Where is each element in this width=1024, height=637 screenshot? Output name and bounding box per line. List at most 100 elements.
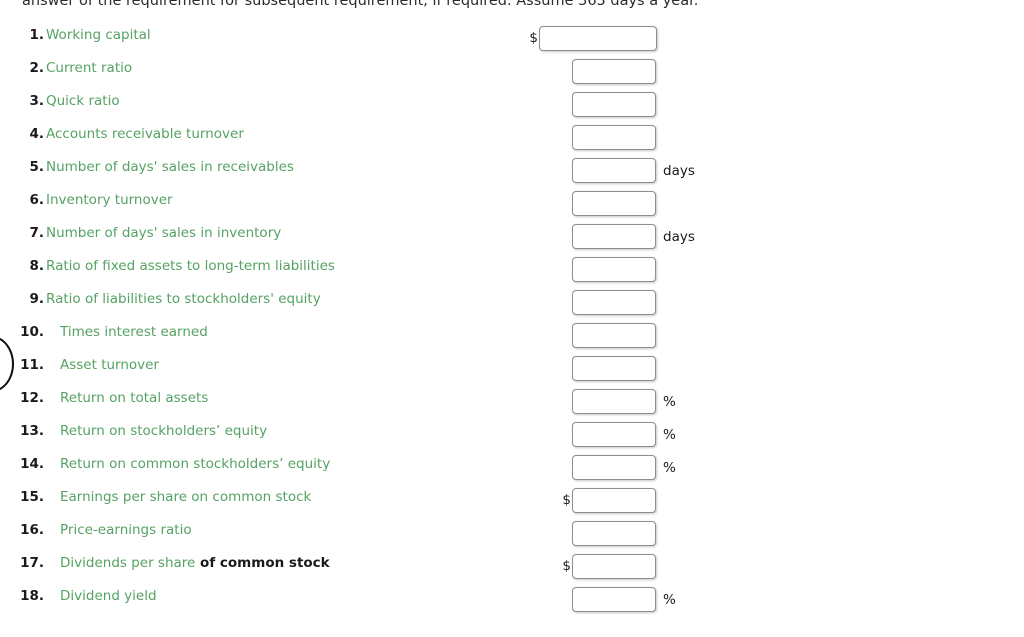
answer-input[interactable] (572, 389, 656, 414)
answer-field-group (528, 352, 656, 385)
ratio-label-text: Earnings per share on common stock (60, 489, 312, 505)
ratio-row-number: 6. (29, 192, 44, 208)
ratio-label-text: Accounts receivable turnover (46, 126, 244, 142)
answer-input[interactable] (572, 92, 656, 117)
ratio-label-text: Return on common stockholders’ equity (60, 456, 331, 472)
ratio-label-text: Working capital (46, 27, 151, 43)
ratio-row: 8.Ratio of fixed assets to long-term lia… (0, 253, 1024, 286)
ratio-row: 15.Earnings per share on common stock$ (0, 484, 1024, 517)
answer-field-group (528, 319, 656, 352)
ratio-row-number: 18. (20, 588, 44, 604)
ratio-row-label: Accounts receivable turnover (46, 126, 244, 142)
answer-field-group: days (528, 154, 695, 187)
instruction-sentence: answer of the requirement for subsequent… (22, 0, 699, 9)
ratio-row-label: Return on total assets (60, 390, 208, 406)
answer-field-group: $ (528, 550, 656, 583)
ratio-row-label: Earnings per share on common stock (60, 489, 311, 505)
percent-unit-label: % (663, 591, 676, 608)
answer-input[interactable] (572, 290, 656, 315)
answer-field-group: $ (528, 484, 656, 517)
answer-field-group: % (528, 418, 676, 451)
ratio-label-text: Inventory turnover (46, 192, 173, 208)
ratio-row-number: 11. (20, 357, 44, 373)
answer-field-group: $ (528, 22, 657, 55)
answer-input[interactable] (572, 521, 656, 546)
ratio-label-text: Ratio of fixed assets to long-term liabi… (46, 258, 335, 274)
answer-field-group (528, 187, 656, 220)
ratio-row-number: 4. (29, 126, 44, 142)
answer-input[interactable] (572, 323, 656, 348)
ratio-row: 10. Times interest earned (0, 319, 1024, 352)
ratio-row: 17.Dividends per share of common stock$ (0, 550, 1024, 583)
ratio-row: 6.Inventory turnover (0, 187, 1024, 220)
ratio-row: 4.Accounts receivable turnover (0, 121, 1024, 154)
answer-input[interactable] (572, 125, 656, 150)
answer-field-group: % (528, 451, 676, 484)
ratio-answer-list: 1.Working capital $2.Current ratio 3.Quick… (0, 22, 1024, 616)
ratio-label-text: Return on total assets (60, 390, 209, 406)
ratio-row-number: 10. (20, 324, 44, 340)
answer-input[interactable] (572, 224, 656, 249)
ratio-row-label: Current ratio (46, 60, 132, 76)
answer-input[interactable] (572, 455, 656, 480)
ratio-row-label: Ratio of fixed assets to long-term liabi… (46, 258, 335, 274)
answer-field-group: days (528, 220, 695, 253)
ratio-label-text: Number of days' sales in inventory (46, 225, 282, 241)
ratio-row-number: 3. (29, 93, 44, 109)
answer-input[interactable] (572, 587, 656, 612)
answer-input[interactable] (572, 554, 656, 579)
ratio-row-label: Dividends per share of common stock (60, 555, 330, 571)
ratio-row-label: Times interest earned (60, 324, 208, 340)
ratio-row-number: 12. (20, 390, 44, 406)
ratio-row-label: Return on common stockholders’ equity (60, 456, 330, 472)
ratio-row-number: 1. (29, 27, 44, 43)
answer-input[interactable] (572, 158, 656, 183)
ratio-row-label: Quick ratio (46, 93, 120, 109)
ratio-row-number: 8. (29, 258, 44, 274)
ratio-row-label: Dividend yield (60, 588, 157, 604)
answer-field-group (528, 88, 656, 121)
days-unit-label: days (663, 228, 695, 245)
answer-input[interactable] (572, 59, 656, 84)
answer-input[interactable] (572, 257, 656, 282)
ratio-row: 16. Price-earnings ratio (0, 517, 1024, 550)
answer-field-group: % (528, 583, 676, 616)
ratio-row: 18. Dividend yield% (0, 583, 1024, 616)
ratio-label-text: Dividends per share (60, 555, 196, 571)
ratio-label-text: Asset turnover (60, 357, 160, 373)
answer-input[interactable] (572, 488, 656, 513)
percent-unit-label: % (663, 393, 676, 410)
answer-field-group (528, 121, 656, 154)
answer-field-group (528, 517, 656, 550)
ratio-row: 13.Return on stockholders’ equity% (0, 418, 1024, 451)
ratio-label-text: Quick ratio (46, 93, 120, 109)
ratio-row: 3.Quick ratio (0, 88, 1024, 121)
answer-input[interactable] (572, 422, 656, 447)
ratio-label-text: Return on stockholders’ equity (60, 423, 268, 439)
ratio-label-text: Number of days' sales in receivables (46, 159, 294, 175)
percent-unit-label: % (663, 459, 676, 476)
answer-input[interactable] (572, 356, 656, 381)
answer-input[interactable] (539, 26, 657, 51)
ratio-row: 11. Asset turnover (0, 352, 1024, 385)
answer-field-group (528, 55, 656, 88)
ratio-row-number: 9. (29, 291, 44, 307)
ratio-label-text: Current ratio (46, 60, 133, 76)
instruction-text-clipped: answer of the requirement for subsequent… (0, 0, 1024, 12)
dollar-sign-prefix: $ (529, 29, 538, 46)
ratio-label-text: Ratio of liabilities to stockholders' eq… (46, 291, 321, 307)
ratio-row-label: Number of days' sales in inventory (46, 225, 281, 241)
ratio-row-number: 14. (20, 456, 44, 472)
ratio-label-text: Price-earnings ratio (60, 522, 192, 538)
dollar-sign-prefix: $ (562, 557, 571, 574)
ratio-row-label: Asset turnover (60, 357, 159, 373)
ratio-row: 9.Ratio of liabilities to stockholders' … (0, 286, 1024, 319)
ratio-row: 12. Return on total assets% (0, 385, 1024, 418)
ratio-row: 1.Working capital $ (0, 22, 1024, 55)
answer-input[interactable] (572, 191, 656, 216)
ratio-row-number: 16. (20, 522, 44, 538)
ratio-row-label: Working capital (46, 27, 151, 43)
ratio-row-number: 2. (29, 60, 44, 76)
